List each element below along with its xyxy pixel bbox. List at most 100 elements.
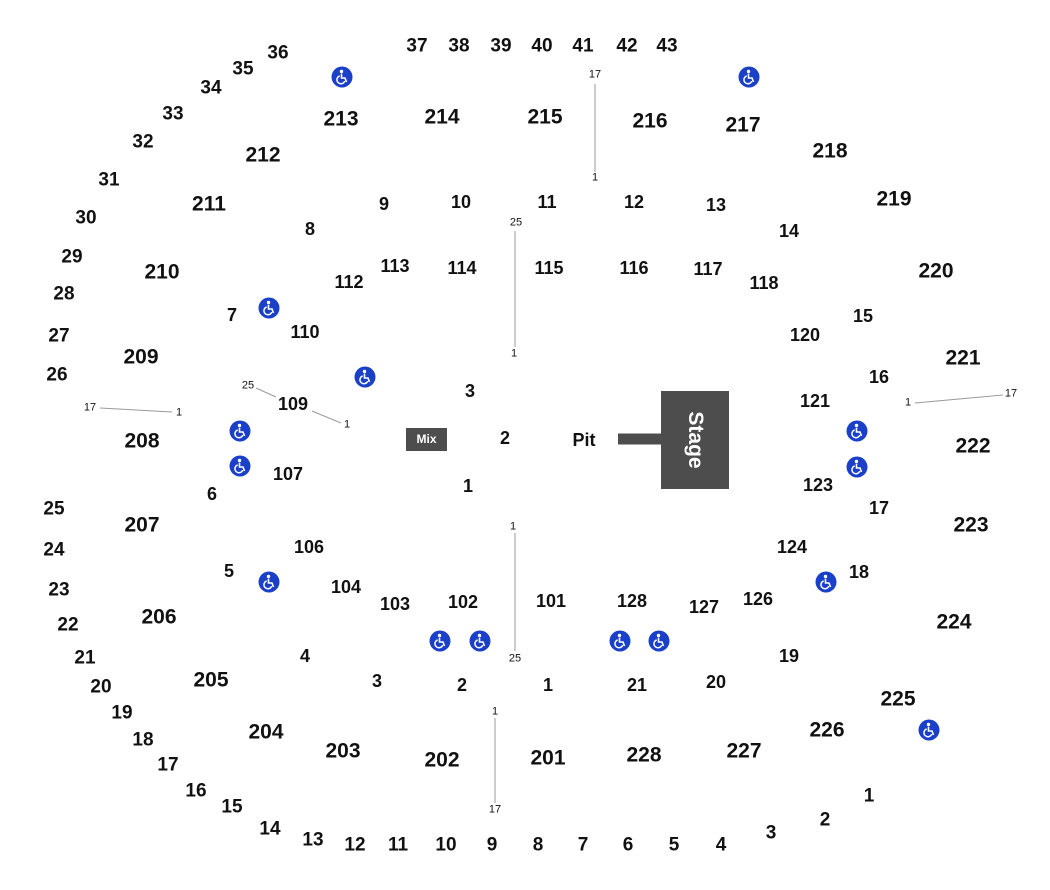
floor-section[interactable]: 2 <box>499 428 511 448</box>
section[interactable]: 211 <box>192 192 226 216</box>
section[interactable]: 220 <box>918 259 954 283</box>
section[interactable]: 204 <box>248 720 284 744</box>
section[interactable]: 101 <box>535 591 567 611</box>
outer-section[interactable]: 30 <box>75 207 97 229</box>
section[interactable]: 209 <box>123 345 159 369</box>
section[interactable]: 118 <box>749 273 779 293</box>
outer-section[interactable]: 18 <box>132 729 154 751</box>
section[interactable]: 222 <box>955 434 991 458</box>
mid-section[interactable]: 18 <box>848 562 870 582</box>
section[interactable]: 224 <box>936 610 972 634</box>
section[interactable]: 127 <box>688 597 720 617</box>
mid-section[interactable]: 11 <box>537 192 557 212</box>
outer-section[interactable]: 17 <box>157 754 179 776</box>
mid-section[interactable]: 21 <box>626 675 648 695</box>
outer-section[interactable]: 37 <box>406 35 428 57</box>
outer-section[interactable]: 5 <box>668 834 680 856</box>
outer-section[interactable]: 31 <box>98 169 120 191</box>
section[interactable]: 102 <box>447 592 479 612</box>
section[interactable]: 207 <box>124 513 160 537</box>
mid-section[interactable]: 1 <box>542 675 554 695</box>
outer-section[interactable]: 19 <box>111 702 133 724</box>
outer-section[interactable]: 43 <box>656 35 678 57</box>
mid-section[interactable]: 8 <box>304 219 316 239</box>
section[interactable]: 203 <box>325 739 361 763</box>
outer-section[interactable]: 7 <box>577 834 589 856</box>
mid-section[interactable]: 2 <box>456 675 468 695</box>
section[interactable]: 228 <box>626 743 662 767</box>
outer-section[interactable]: 12 <box>344 834 366 856</box>
section[interactable]: 225 <box>880 687 916 711</box>
mid-section[interactable]: 19 <box>778 646 800 666</box>
section[interactable]: 202 <box>424 748 460 772</box>
section[interactable]: 214 <box>424 105 460 129</box>
mix-booth[interactable]: Mix <box>406 428 447 451</box>
outer-section[interactable]: 41 <box>572 35 594 57</box>
outer-section[interactable]: 38 <box>448 35 470 57</box>
section[interactable]: 219 <box>876 187 912 211</box>
mid-section[interactable]: 20 <box>705 672 727 692</box>
section[interactable]: 216 <box>632 109 668 133</box>
section[interactable]: 113 <box>380 256 410 276</box>
section[interactable]: 123 <box>802 475 834 495</box>
section[interactable]: 121 <box>799 391 831 411</box>
outer-section[interactable]: 21 <box>74 647 96 669</box>
outer-section[interactable]: 29 <box>61 246 83 268</box>
section[interactable]: 223 <box>953 513 989 537</box>
section[interactable]: 103 <box>379 594 411 614</box>
mid-section[interactable]: 3 <box>371 671 383 691</box>
outer-section[interactable]: 32 <box>132 131 154 153</box>
outer-section[interactable]: 6 <box>622 834 634 856</box>
section[interactable]: 226 <box>809 718 845 742</box>
mid-section[interactable]: 14 <box>778 221 800 241</box>
outer-section[interactable]: 4 <box>715 834 727 856</box>
mid-section[interactable]: 9 <box>378 194 390 214</box>
section[interactable]: 212 <box>245 143 281 167</box>
section[interactable]: 112 <box>334 272 364 292</box>
mid-section[interactable]: 13 <box>705 195 727 215</box>
section[interactable]: 109 <box>277 394 309 414</box>
outer-section[interactable]: 1 <box>863 785 875 807</box>
outer-section[interactable]: 33 <box>162 103 184 125</box>
outer-section[interactable]: 9 <box>486 834 498 856</box>
section[interactable]: 107 <box>272 464 304 484</box>
section[interactable]: 221 <box>945 346 981 370</box>
section[interactable]: 206 <box>141 605 177 629</box>
outer-section[interactable]: 22 <box>57 614 79 636</box>
outer-section[interactable]: 23 <box>48 579 70 601</box>
section[interactable]: 117 <box>693 259 723 279</box>
section[interactable]: 205 <box>193 668 229 692</box>
section[interactable]: 106 <box>293 537 325 557</box>
mid-section[interactable]: 17 <box>868 498 890 518</box>
mid-section[interactable]: 10 <box>450 192 472 212</box>
outer-section[interactable]: 11 <box>387 834 409 856</box>
outer-section[interactable]: 2 <box>819 809 831 831</box>
outer-section[interactable]: 26 <box>46 364 68 386</box>
mid-section[interactable]: 6 <box>206 484 218 504</box>
outer-section[interactable]: 13 <box>302 829 324 851</box>
section[interactable]: 213 <box>323 107 359 131</box>
mid-section[interactable]: 16 <box>868 367 890 387</box>
section[interactable]: 116 <box>619 258 649 278</box>
section[interactable]: 110 <box>290 322 320 342</box>
section[interactable]: 120 <box>789 325 821 345</box>
floor-section[interactable]: 1 <box>462 476 474 496</box>
outer-section[interactable]: 25 <box>43 498 65 520</box>
outer-section[interactable]: 39 <box>490 35 512 57</box>
section[interactable]: 114 <box>447 258 477 278</box>
section[interactable]: 115 <box>534 258 564 278</box>
section[interactable]: 201 <box>530 746 566 770</box>
section[interactable]: 126 <box>742 589 774 609</box>
outer-section[interactable]: 16 <box>185 780 207 802</box>
outer-section[interactable]: 27 <box>48 325 70 347</box>
section[interactable]: 215 <box>527 105 563 129</box>
outer-section[interactable]: 3 <box>765 822 777 844</box>
outer-section[interactable]: 42 <box>616 35 638 57</box>
outer-section[interactable]: 24 <box>43 539 65 561</box>
section[interactable]: 104 <box>330 577 362 597</box>
section[interactable]: 208 <box>124 429 160 453</box>
outer-section[interactable]: 34 <box>200 77 222 99</box>
section[interactable]: 124 <box>776 537 808 557</box>
section[interactable]: 217 <box>725 113 761 137</box>
outer-section[interactable]: 36 <box>267 42 289 64</box>
